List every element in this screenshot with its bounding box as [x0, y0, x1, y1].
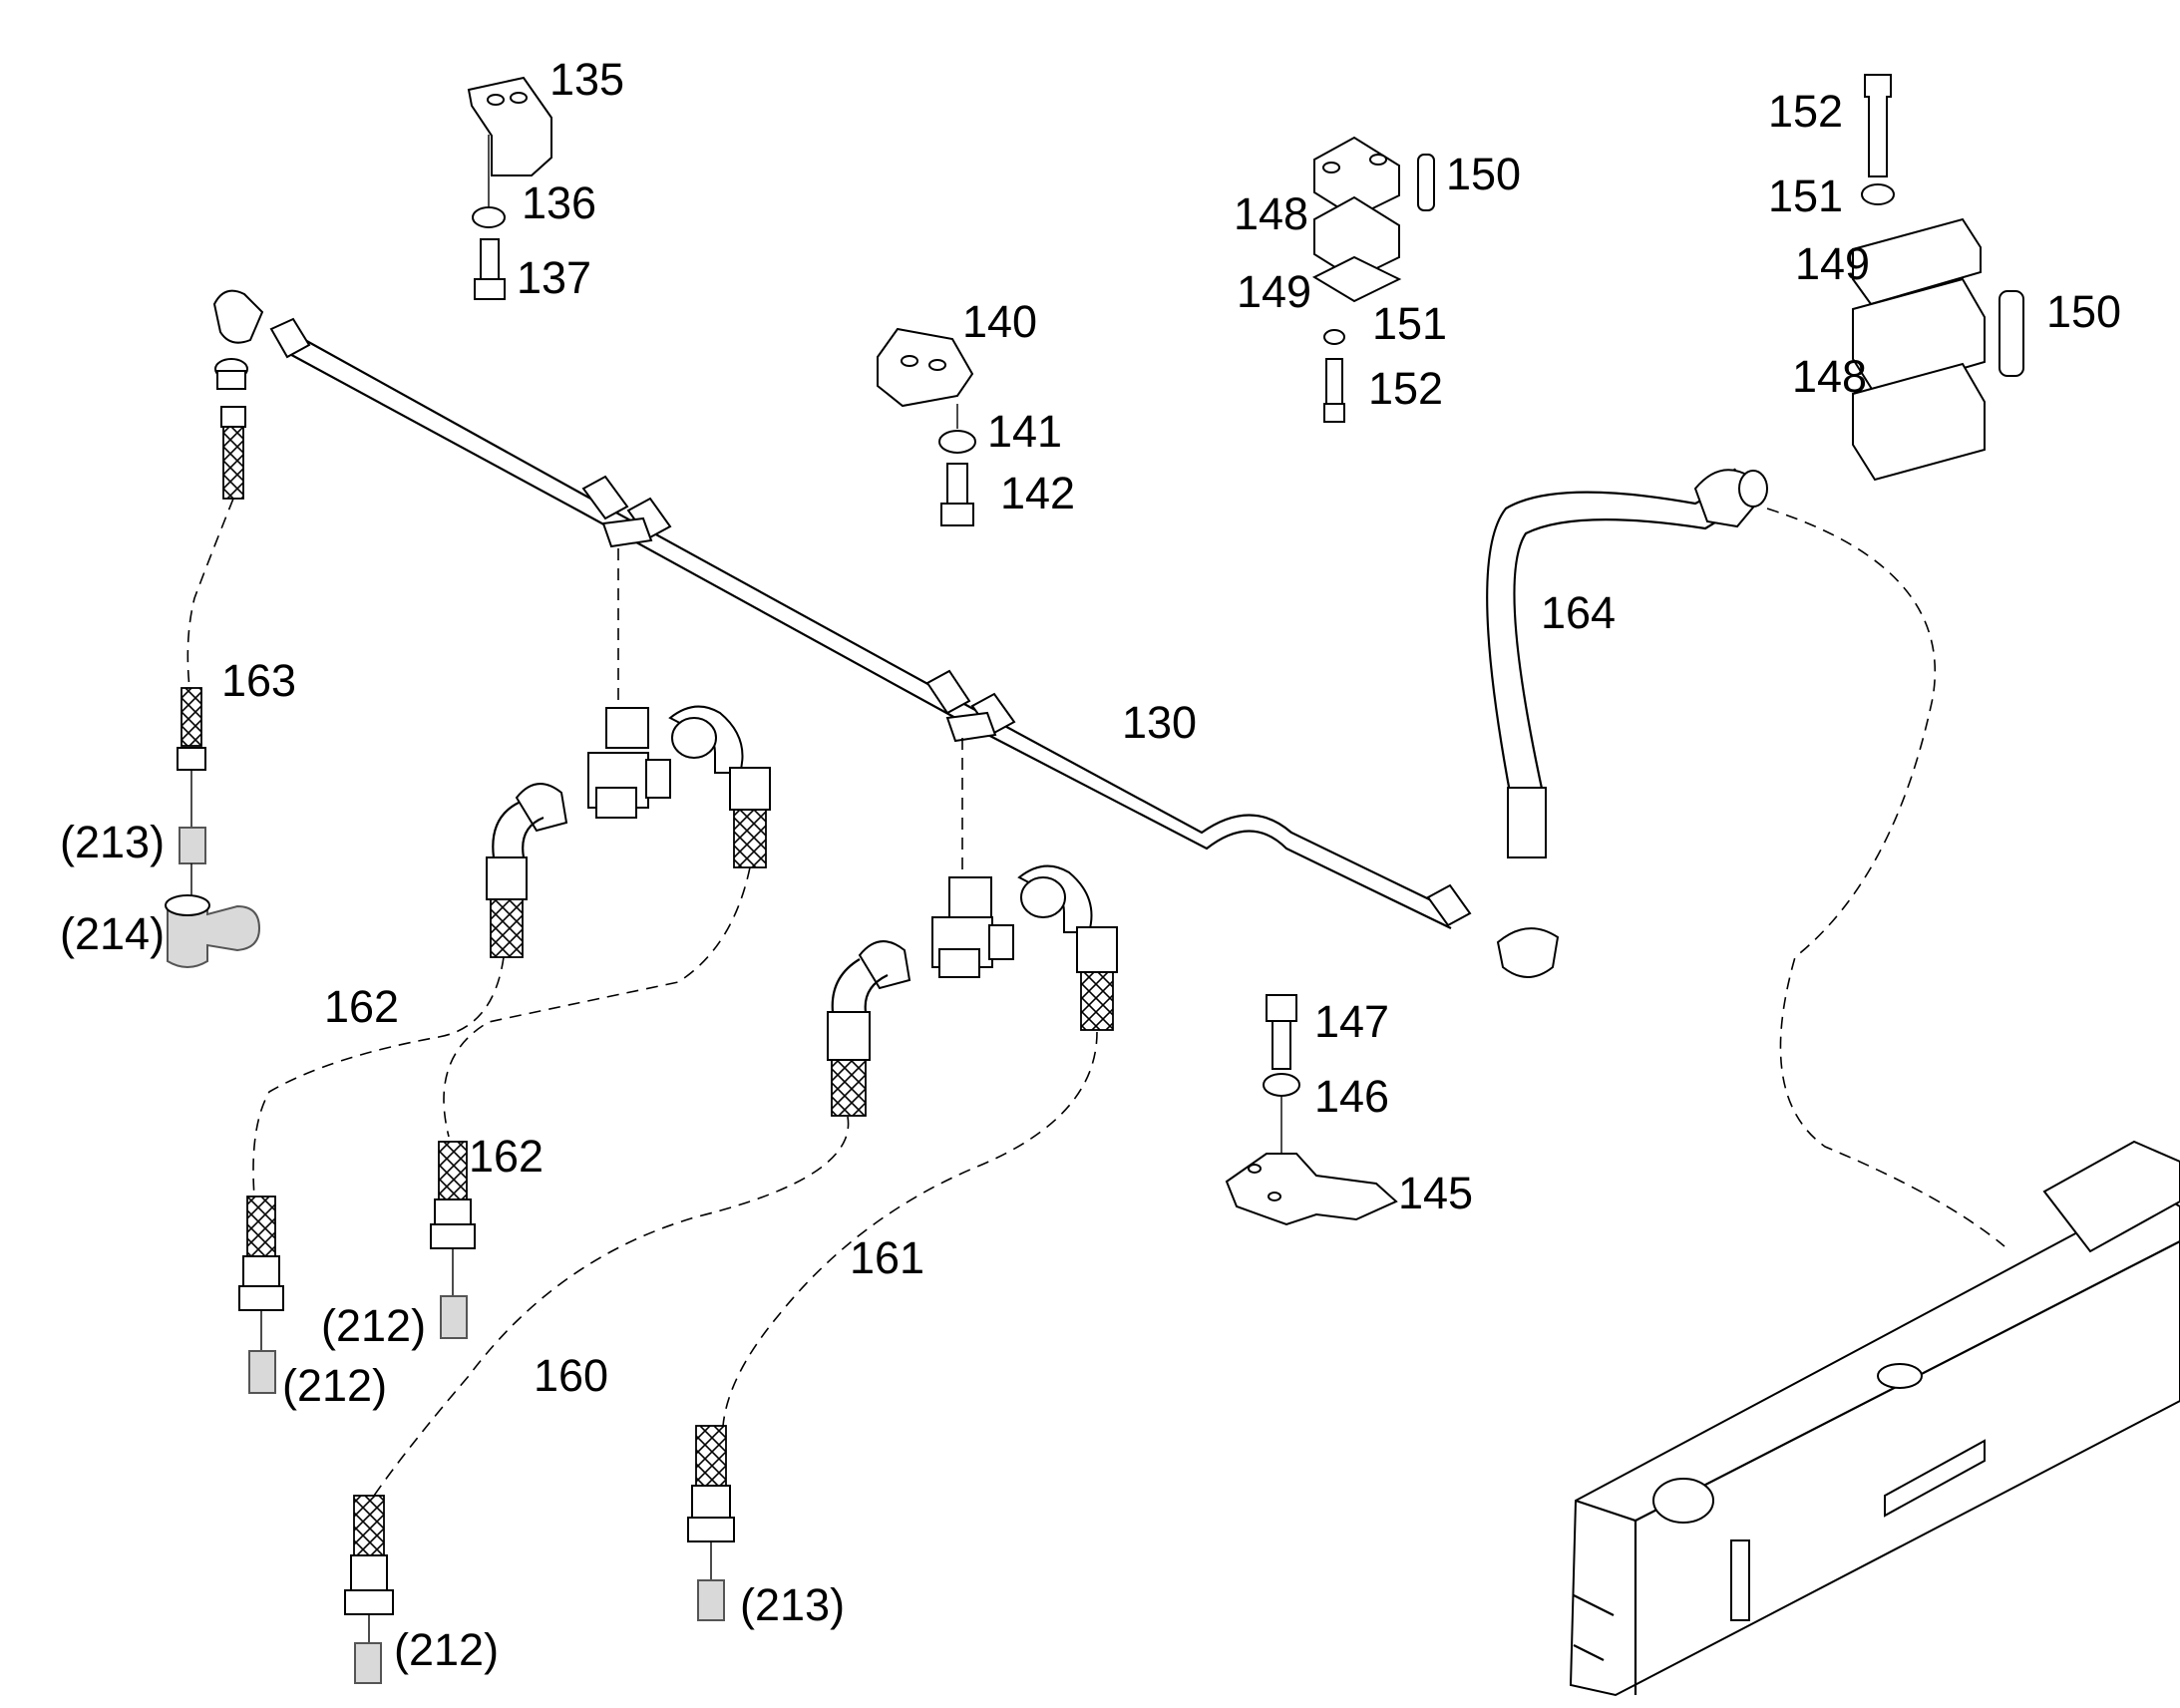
label-151-right: 151: [1768, 171, 1843, 221]
fitting-160-lower: [344, 1495, 394, 1684]
label-147: 147: [1314, 996, 1389, 1047]
fitting-162-lower-right: [430, 1141, 476, 1339]
label-ref-212-a: (212): [321, 1300, 426, 1351]
label-141: 141: [987, 406, 1062, 457]
label-152-left: 152: [1368, 363, 1443, 414]
fitting-161-lower: [687, 1425, 735, 1621]
label-163: 163: [221, 655, 296, 706]
label-161: 161: [850, 1232, 924, 1283]
part-labels: 135 136 137 140 141 142 148 149 150 151 …: [60, 54, 2121, 1675]
label-149-right: 149: [1795, 238, 1870, 289]
elbow-hose-160: [827, 940, 911, 1117]
bracket-140-assembly: [877, 327, 976, 526]
label-ref-213-a: (213): [60, 817, 165, 867]
label-ref-212-b: (212): [282, 1360, 387, 1411]
label-ref-213-b: (213): [740, 1579, 845, 1630]
label-146: 146: [1314, 1071, 1389, 1122]
label-142: 142: [1000, 468, 1075, 518]
elbow-hose-162-left: [486, 783, 568, 958]
label-137: 137: [517, 252, 591, 303]
label-149-left: 149: [1237, 266, 1311, 317]
elbow-hose-162-right: [668, 705, 771, 868]
label-152-right: 152: [1768, 86, 1843, 137]
label-135: 135: [549, 54, 624, 105]
bracket-135-assembly: [467, 76, 552, 300]
clamp-assembly-left: [1311, 136, 1435, 423]
label-148-right: 148: [1792, 351, 1867, 402]
dashed-leaders: [186, 498, 2005, 1497]
tee-fitting-upper: [587, 516, 671, 819]
label-148-left: 148: [1234, 188, 1308, 239]
label-150-left: 150: [1446, 149, 1521, 199]
main-pipe-130: [269, 317, 1472, 929]
label-145: 145: [1398, 1168, 1473, 1218]
label-ref-214: (214): [60, 908, 165, 959]
clamp-assembly-right: [1852, 74, 2024, 482]
label-160: 160: [534, 1350, 608, 1401]
elbow-fitting-left: [212, 289, 264, 500]
label-150-right: 150: [2046, 286, 2121, 337]
label-164: 164: [1541, 587, 1616, 638]
label-162-upper: 162: [324, 981, 399, 1032]
frame-rail: [1569, 1140, 2180, 1697]
label-140: 140: [962, 296, 1037, 347]
label-162-lower: 162: [469, 1131, 544, 1182]
label-130: 130: [1122, 697, 1197, 748]
fitting-163: [165, 687, 261, 968]
bracket-145-assembly: [1225, 994, 1398, 1226]
hose-164: [1486, 468, 1768, 978]
label-151-left: 151: [1372, 298, 1447, 349]
fitting-162-lower-left: [238, 1196, 284, 1394]
label-136: 136: [522, 177, 596, 228]
tee-fitting-lower: [931, 711, 1014, 978]
label-ref-212-c: (212): [394, 1624, 499, 1675]
elbow-hose-161: [1017, 864, 1118, 1031]
